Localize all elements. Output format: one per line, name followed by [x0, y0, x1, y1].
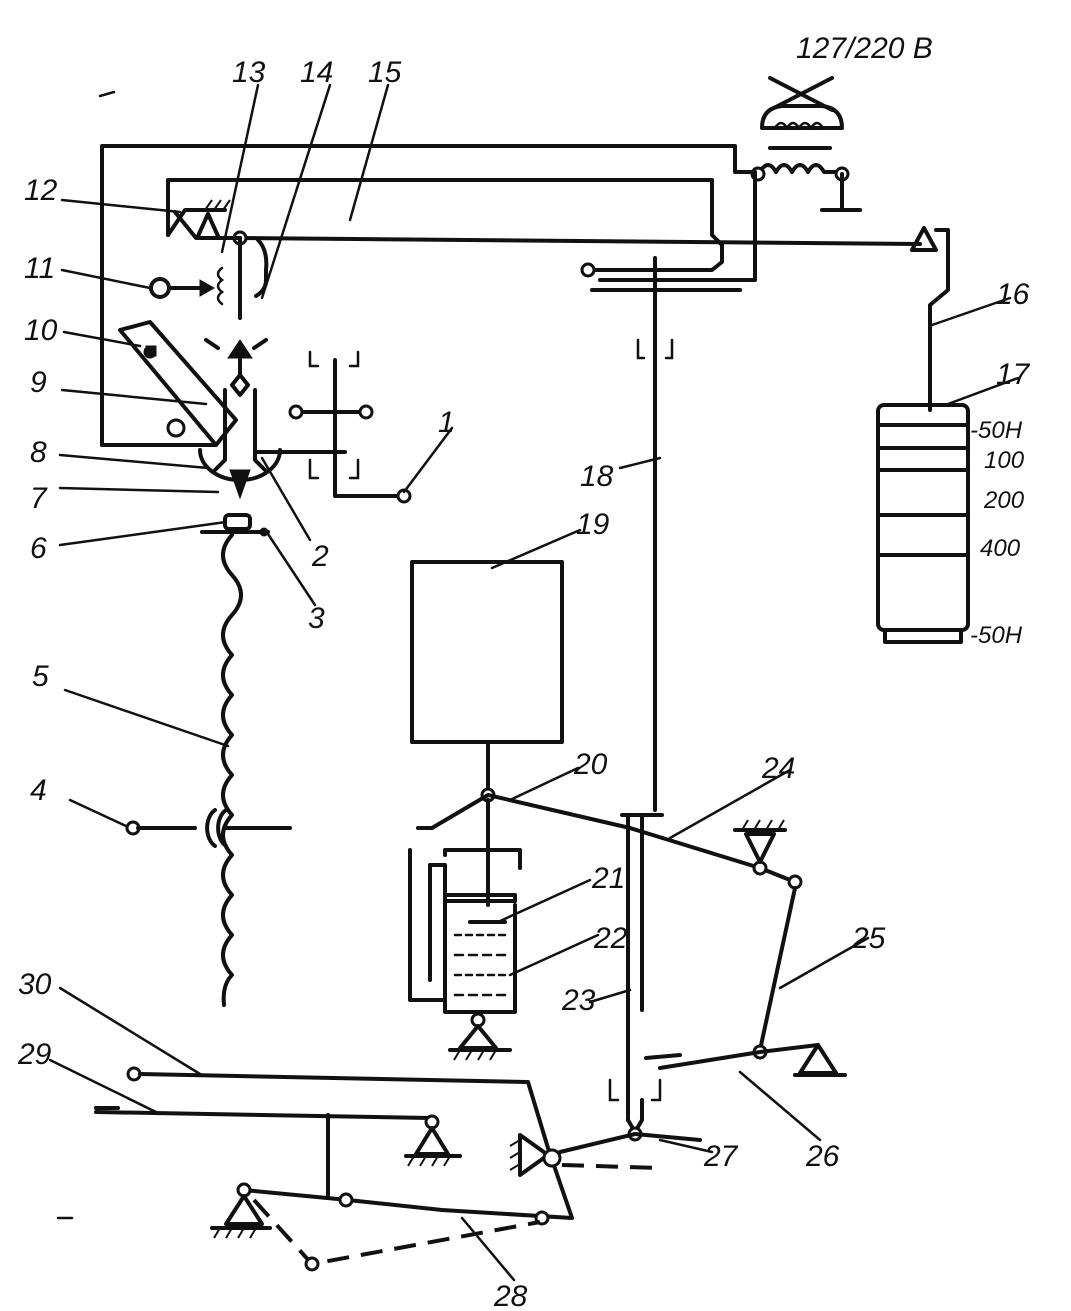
label-12: 12 [24, 174, 58, 207]
weight-label-5: -50Н [970, 622, 1023, 649]
label-14: 14 [300, 56, 333, 89]
label-15: 15 [368, 56, 402, 89]
label-17: 17 [996, 358, 1031, 391]
label-8: 8 [30, 436, 47, 469]
label-4: 4 [30, 774, 47, 807]
label-9: 9 [30, 366, 47, 399]
leader-lines [48, 83, 1020, 1282]
label-27: 27 [703, 1140, 739, 1173]
bottom-linkage [94, 1066, 702, 1272]
weight-label-3: 200 [983, 487, 1025, 514]
label-7: 7 [30, 482, 48, 515]
label-11: 11 [24, 252, 55, 285]
supply-voltage-label: 127/220 В [796, 32, 933, 65]
label-6: 6 [30, 532, 47, 565]
valve-assembly [118, 236, 412, 1007]
label-5: 5 [32, 660, 49, 693]
label-3: 3 [308, 602, 325, 635]
label-16: 16 [996, 278, 1030, 311]
electric-circuit [100, 76, 862, 447]
label-13: 13 [232, 56, 266, 89]
label-21: 21 [591, 862, 625, 895]
label-23: 23 [561, 984, 596, 1017]
transformer [598, 76, 862, 282]
label-29: 29 [17, 1038, 52, 1071]
lever-system [628, 819, 847, 1077]
label-19: 19 [576, 508, 610, 541]
damper [408, 560, 632, 1061]
weight-label-1: -50Н [970, 417, 1023, 444]
rod-and-tube [608, 288, 674, 1142]
labels: 127/220 В 1 2 3 4 5 6 7 8 9 10 11 12 13 … [17, 32, 1031, 1311]
label-1: 1 [438, 406, 455, 439]
label-24: 24 [761, 752, 795, 785]
weight-label-4: 400 [980, 535, 1021, 562]
balance-beam [173, 199, 950, 412]
label-20: 20 [573, 748, 608, 781]
label-22: 22 [593, 922, 628, 955]
label-25: 25 [851, 922, 886, 955]
weight-stack: -50Н 100 200 400 -50Н [876, 403, 1025, 649]
label-10: 10 [24, 314, 58, 347]
weight-label-2: 100 [984, 447, 1025, 474]
stray-mark [98, 90, 116, 98]
label-28: 28 [493, 1280, 528, 1311]
label-18: 18 [580, 460, 614, 493]
label-30: 30 [18, 968, 52, 1001]
label-26: 26 [805, 1140, 840, 1173]
label-2: 2 [311, 540, 329, 573]
